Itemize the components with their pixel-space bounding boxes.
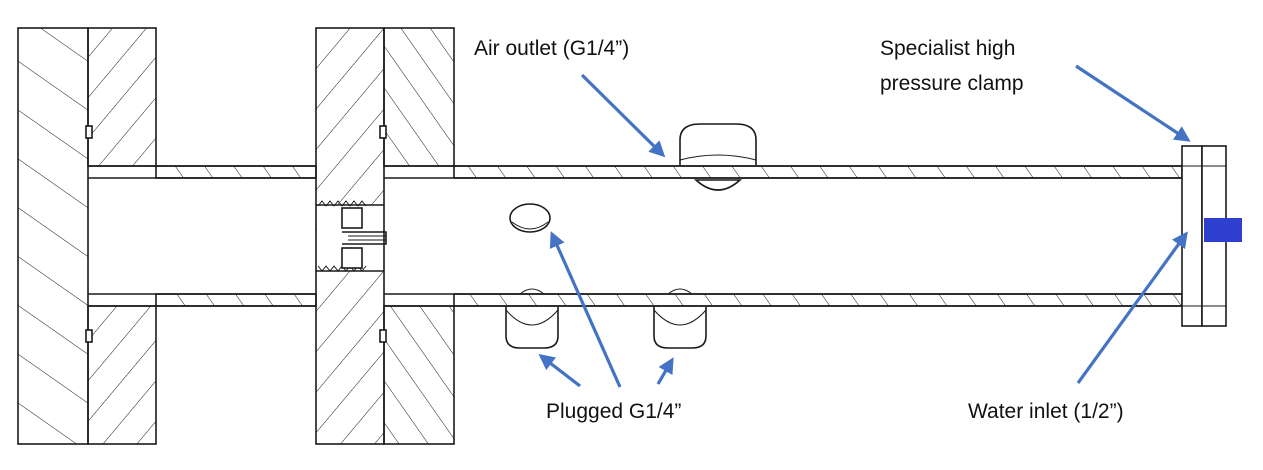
left-end-plate (17, 27, 157, 445)
left-tube-section (88, 165, 317, 307)
plugged-label: Plugged G1/4” (546, 400, 681, 423)
flange-bore (316, 200, 387, 272)
clamp-label-line2: pressure clamp (880, 72, 1024, 95)
water-inlet-label: Water inlet (1/2”) (968, 400, 1124, 423)
clamp-label-line1: Specialist high (880, 37, 1015, 60)
water-inlet-block (1204, 218, 1242, 242)
air-outlet-label: Air outlet (G1/4”) (474, 37, 629, 60)
plugged-port-end (509, 203, 551, 233)
callout-arrows (538, 64, 1191, 388)
plugged-boss-2 (653, 288, 707, 349)
main-tube (384, 165, 1183, 307)
air-outlet-boss (679, 123, 757, 191)
plugged-boss-1 (505, 288, 559, 349)
